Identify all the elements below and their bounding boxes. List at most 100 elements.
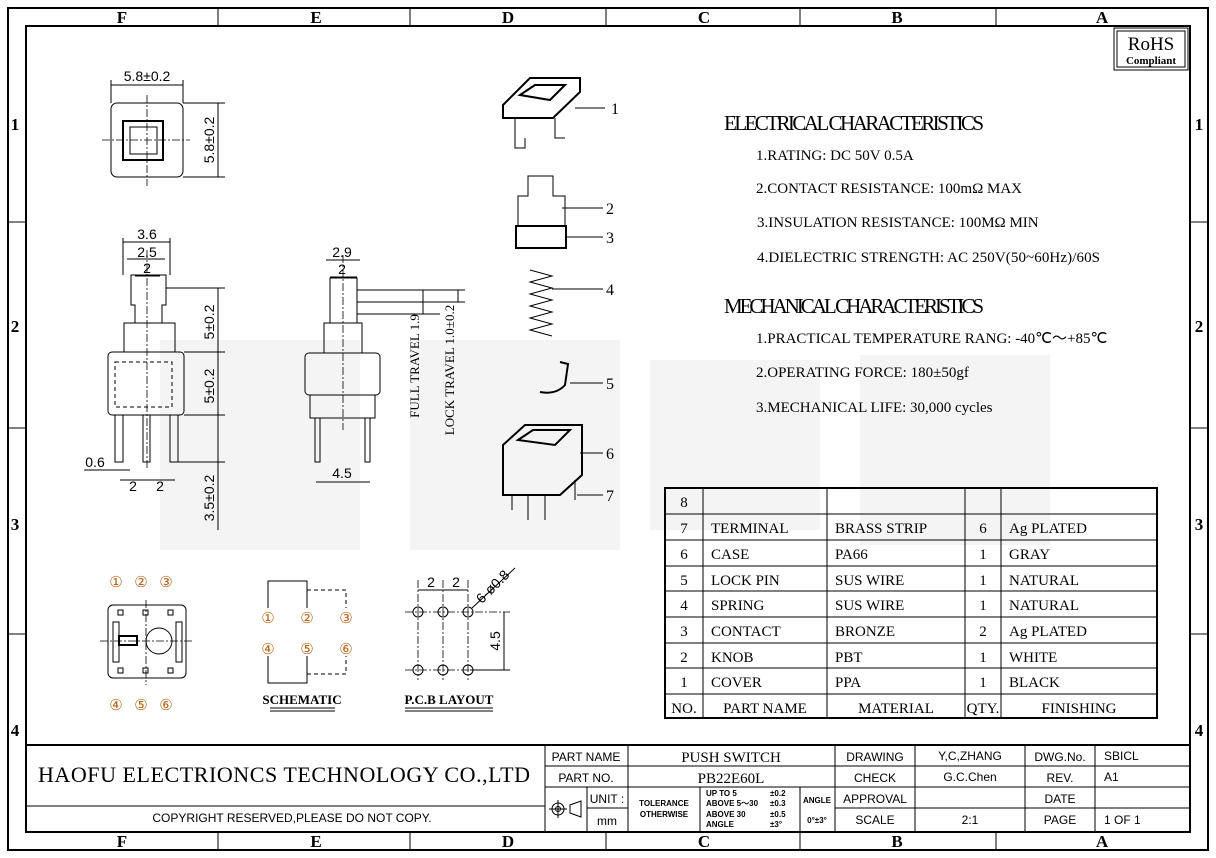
- bom-cell-qty: 1: [979, 573, 987, 589]
- bom-header-name: PART NAME: [723, 701, 807, 717]
- callout-7: 7: [606, 488, 614, 505]
- bom-header-material: MATERIAL: [858, 701, 934, 717]
- bom-cell-no: 8: [680, 495, 688, 511]
- watermark: [160, 340, 1050, 550]
- col-label: E: [310, 8, 321, 27]
- bom-cell-qty: 1: [979, 650, 987, 666]
- pin-label: ①: [109, 573, 122, 591]
- rohs-badge: RoHS Compliant: [1113, 27, 1189, 71]
- col-label: D: [502, 8, 514, 27]
- mechanical-item: 1.PRACTICAL TEMPERATURE RANG: -40℃～+85℃: [756, 331, 1107, 347]
- top-view: 5.8±0.2 5.8±0.2: [102, 68, 225, 186]
- pin-label: ④: [109, 696, 122, 714]
- title-block: HAOFU ELECTRIONCS TECHNOLOGY CO.,LTD COP…: [26, 744, 1190, 832]
- callout-3: 3: [606, 230, 614, 247]
- bom-cell-finishing: Ag PLATED: [1009, 521, 1087, 537]
- row-label: 1: [11, 115, 20, 134]
- schematic-pin: ③: [339, 609, 352, 627]
- part-name: PUSH SWITCH: [681, 750, 781, 766]
- dim-side-w1: 2.9: [332, 244, 352, 260]
- bom-cell-name: TERMINAL: [711, 521, 789, 537]
- bom-cell-no: 1: [680, 675, 688, 691]
- pcb-label: P.C.B LAYOUT: [405, 692, 494, 707]
- pin-label: ⑤: [134, 696, 147, 714]
- dim-side-w2: 2: [338, 261, 346, 277]
- bom-cell-material: PBT: [835, 650, 863, 666]
- row-label: 4: [1195, 721, 1204, 740]
- pcb-row-dim: 4.5: [487, 631, 503, 651]
- bom-border: [664, 487, 1158, 719]
- bom-cell-finishing: NATURAL: [1009, 573, 1079, 589]
- bom-cell-qty: 2: [979, 624, 987, 640]
- scale-label: SCALE: [855, 813, 894, 827]
- scale-value: 2:1: [962, 813, 979, 827]
- bom-header-qty: QTY.: [967, 701, 1000, 717]
- schematic-pin: ②: [300, 609, 313, 627]
- row-label: 4: [11, 721, 20, 740]
- bom-cell-finishing: GRAY: [1009, 547, 1050, 563]
- callout-2: 2: [606, 201, 614, 218]
- callout-5: 5: [606, 376, 614, 393]
- electrical-item: 1.RATING: DC 50V 0.5A: [756, 148, 914, 164]
- col-label: C: [698, 8, 710, 27]
- bom-cell-name: KNOB: [711, 650, 754, 666]
- part-no: PB22E60L: [698, 771, 765, 787]
- col-label: A: [1096, 8, 1109, 27]
- pcb-pitch-1: 2: [427, 574, 435, 590]
- rohs-sub: Compliant: [1126, 55, 1176, 67]
- dim-front-w3: 2: [143, 260, 151, 276]
- check-value: G.C.Chen: [943, 770, 996, 784]
- tolerance-label: OTHERWISE: [640, 810, 689, 819]
- dim-top-width: 5.8±0.2: [124, 68, 171, 84]
- pin-label: ⑥: [159, 696, 172, 714]
- approval-label: APPROVAL: [843, 792, 907, 806]
- tolerance-value: ±0.5: [770, 810, 786, 819]
- dim-front-h3: 3.5±0.2: [201, 474, 217, 521]
- unit-value: mm: [597, 814, 617, 828]
- bom-cell-qty: 6: [979, 521, 987, 537]
- electrical-characteristics: ELECTRICAL CHARACTERISTICS 1.RATING: DC …: [724, 111, 1100, 266]
- bom-cell-finishing: NATURAL: [1009, 598, 1079, 614]
- pcb-hole-dim: 6-ø0.8: [472, 566, 512, 606]
- pcb-layout: 2 2 6-ø0.8 4.5 P.C.B LAYOUT: [405, 566, 516, 712]
- bom-cell-material: SUS WIRE: [835, 573, 904, 589]
- bom-cell-material: PA66: [835, 547, 868, 563]
- bom-cell-finishing: BLACK: [1009, 675, 1060, 691]
- bom-cell-no: 7: [680, 521, 688, 537]
- schematic-pin: ⑤: [300, 640, 313, 658]
- drawing-label: DRAWING: [846, 750, 904, 764]
- bom-cell-qty: 1: [979, 547, 987, 563]
- tolerance-value: ±3°: [770, 820, 782, 829]
- col-label: E: [310, 832, 321, 851]
- tolerance-range: ABOVE 5～30: [706, 799, 759, 808]
- rev-label: REV.: [1047, 771, 1074, 785]
- electrical-item: 4.DIELECTRIC STRENGTH: AC 250V(50~60Hz)/…: [757, 250, 1100, 266]
- page-label: PAGE: [1044, 813, 1076, 827]
- electrical-item: 3.INSULATION RESISTANCE: 100MΩ MIN: [757, 215, 1039, 231]
- dim-front-w2: 2.5: [137, 244, 157, 260]
- bom-cell-name: CONTACT: [711, 624, 781, 640]
- tolerance-value: ±0.3: [770, 799, 786, 808]
- bom-cell-material: SUS WIRE: [835, 598, 904, 614]
- bom-cell-no: 6: [680, 547, 688, 563]
- col-label: B: [891, 8, 902, 27]
- bom-cell-name: CASE: [711, 547, 749, 563]
- bom-cell-material: BRASS STRIP: [835, 521, 927, 537]
- schematic-label: SCHEMATIC: [262, 692, 341, 707]
- col-label: A: [1096, 832, 1109, 851]
- lock-travel-label: LOCK TRAVEL 1.0±0.2: [442, 305, 457, 435]
- col-label: F: [117, 832, 127, 851]
- col-label: D: [502, 832, 514, 851]
- bom-cell-name: LOCK PIN: [711, 573, 780, 589]
- bom-cell-no: 5: [680, 573, 688, 589]
- bom-cell-no: 2: [680, 650, 688, 666]
- dim-front-h1: 5±0.2: [201, 304, 217, 339]
- schematic-pin: ⑥: [339, 640, 352, 658]
- tolerance-value: ±0.2: [770, 789, 786, 798]
- drawing-value: Y,C,ZHANG: [938, 749, 1002, 763]
- part-name-label: PART NAME: [552, 750, 621, 764]
- full-travel-label: FULL TRAVEL 1.9: [407, 314, 422, 418]
- pcb-pitch-2: 2: [452, 574, 460, 590]
